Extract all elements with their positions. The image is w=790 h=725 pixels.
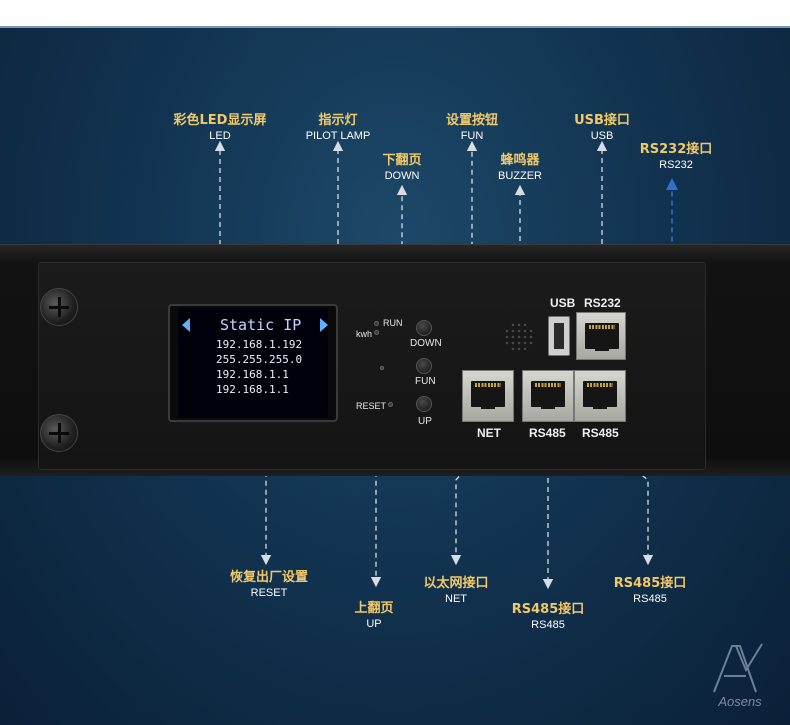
fun-button[interactable]	[416, 358, 432, 374]
rs485-port-1-label: RS485	[529, 426, 566, 440]
callout-rs232: RS232接口 RS232	[636, 142, 716, 172]
callout-rs485-b: RS485接口 RS485	[610, 576, 690, 606]
callout-led-en: LED	[209, 130, 231, 142]
reset-pinhole[interactable]	[388, 402, 393, 407]
usb-port[interactable]	[548, 316, 570, 356]
rs485-port-2[interactable]	[574, 370, 626, 422]
lcd-line-2: 255.255.255.0	[216, 353, 303, 366]
callout-usb-en: USB	[590, 130, 614, 142]
callout-rs485-a-en: RS485	[531, 619, 565, 631]
callout-usb: USB接口 USB	[567, 113, 637, 143]
lcd-screen	[178, 308, 328, 418]
callout-rs485-a-zh: RS485接口	[511, 602, 585, 617]
callout-up-en: UP	[366, 618, 382, 630]
callout-led: 彩色LED显示屏 LED	[162, 113, 278, 143]
callout-down-en: DOWN	[384, 170, 420, 182]
rs232-port[interactable]	[576, 312, 626, 360]
lcd-line-3: 192.168.1.1	[216, 368, 289, 381]
fun-label: FUN	[415, 376, 436, 387]
reset-label: RESET	[356, 401, 387, 411]
callout-rs232-zh: RS232接口	[639, 142, 713, 157]
lcd-line-1: 192.168.1.192	[216, 338, 303, 351]
callout-buzzer-zh: 蜂鸣器	[500, 153, 540, 168]
callout-fun-zh: 设置按钮	[445, 113, 498, 128]
net-port[interactable]	[462, 370, 514, 422]
rs232-port-label: RS232	[584, 296, 621, 310]
down-button[interactable]	[416, 320, 432, 336]
callout-reset-en: RESET	[250, 587, 288, 599]
callout-down-zh: 下翻页	[382, 153, 422, 168]
callout-reset: 恢复出厂设置 RESET	[214, 570, 324, 600]
front-panel	[38, 262, 706, 470]
lcd-right-arrow-icon	[320, 318, 328, 332]
callout-fun: 设置按钮 FUN	[432, 113, 512, 143]
callout-pilot-en: PILOT LAMP	[305, 130, 371, 142]
lcd-left-arrow-icon	[182, 318, 190, 332]
callout-net-zh: 以太网接口	[423, 576, 489, 591]
callout-up: 上翻页 UP	[344, 601, 404, 631]
callout-up-zh: 上翻页	[354, 601, 394, 616]
callout-rs485-b-zh: RS485接口	[613, 576, 687, 591]
callout-net: 以太网接口 NET	[416, 576, 496, 606]
rs485-port-2-label: RS485	[582, 426, 619, 440]
kwh-led-icon	[374, 330, 379, 335]
down-label: DOWN	[410, 338, 442, 349]
screw-icon	[40, 414, 78, 452]
svg-text:Aosens: Aosens	[717, 694, 762, 709]
kwh-label: kwh	[356, 329, 373, 339]
lcd-line-4: 192.168.1.1	[216, 383, 289, 396]
screw-icon	[40, 288, 78, 326]
run-led-icon	[374, 321, 379, 326]
lcd-title: Static IP	[220, 316, 302, 334]
callout-net-en: NET	[445, 593, 467, 605]
callout-rs232-en: RS232	[659, 159, 693, 171]
callout-usb-zh: USB接口	[574, 113, 630, 128]
callout-buzzer: 蜂鸣器 BUZZER	[490, 153, 550, 183]
callout-pilot-zh: 指示灯	[318, 113, 358, 128]
callout-down: 下翻页 DOWN	[372, 153, 432, 183]
up-label: UP	[418, 416, 432, 427]
callout-fun-en: FUN	[460, 130, 484, 142]
callout-rs485-a: RS485接口 RS485	[508, 602, 588, 632]
panel-hole-icon	[380, 366, 384, 370]
buzzer-grille-icon	[504, 322, 534, 352]
callout-led-zh: 彩色LED显示屏	[173, 113, 267, 128]
usb-port-label: USB	[550, 296, 576, 310]
callout-pilot: 指示灯 PILOT LAMP	[288, 113, 388, 143]
top-divider	[0, 26, 790, 28]
up-button[interactable]	[416, 396, 432, 412]
run-label: RUN	[383, 318, 403, 328]
callout-buzzer-en: BUZZER	[498, 170, 542, 182]
callout-reset-zh: 恢复出厂设置	[229, 570, 308, 585]
rs485-port-1[interactable]	[522, 370, 574, 422]
callout-rs485-b-en: RS485	[633, 593, 667, 605]
net-port-label: NET	[477, 426, 501, 440]
aosens-logo-icon: Aosens	[713, 643, 763, 709]
